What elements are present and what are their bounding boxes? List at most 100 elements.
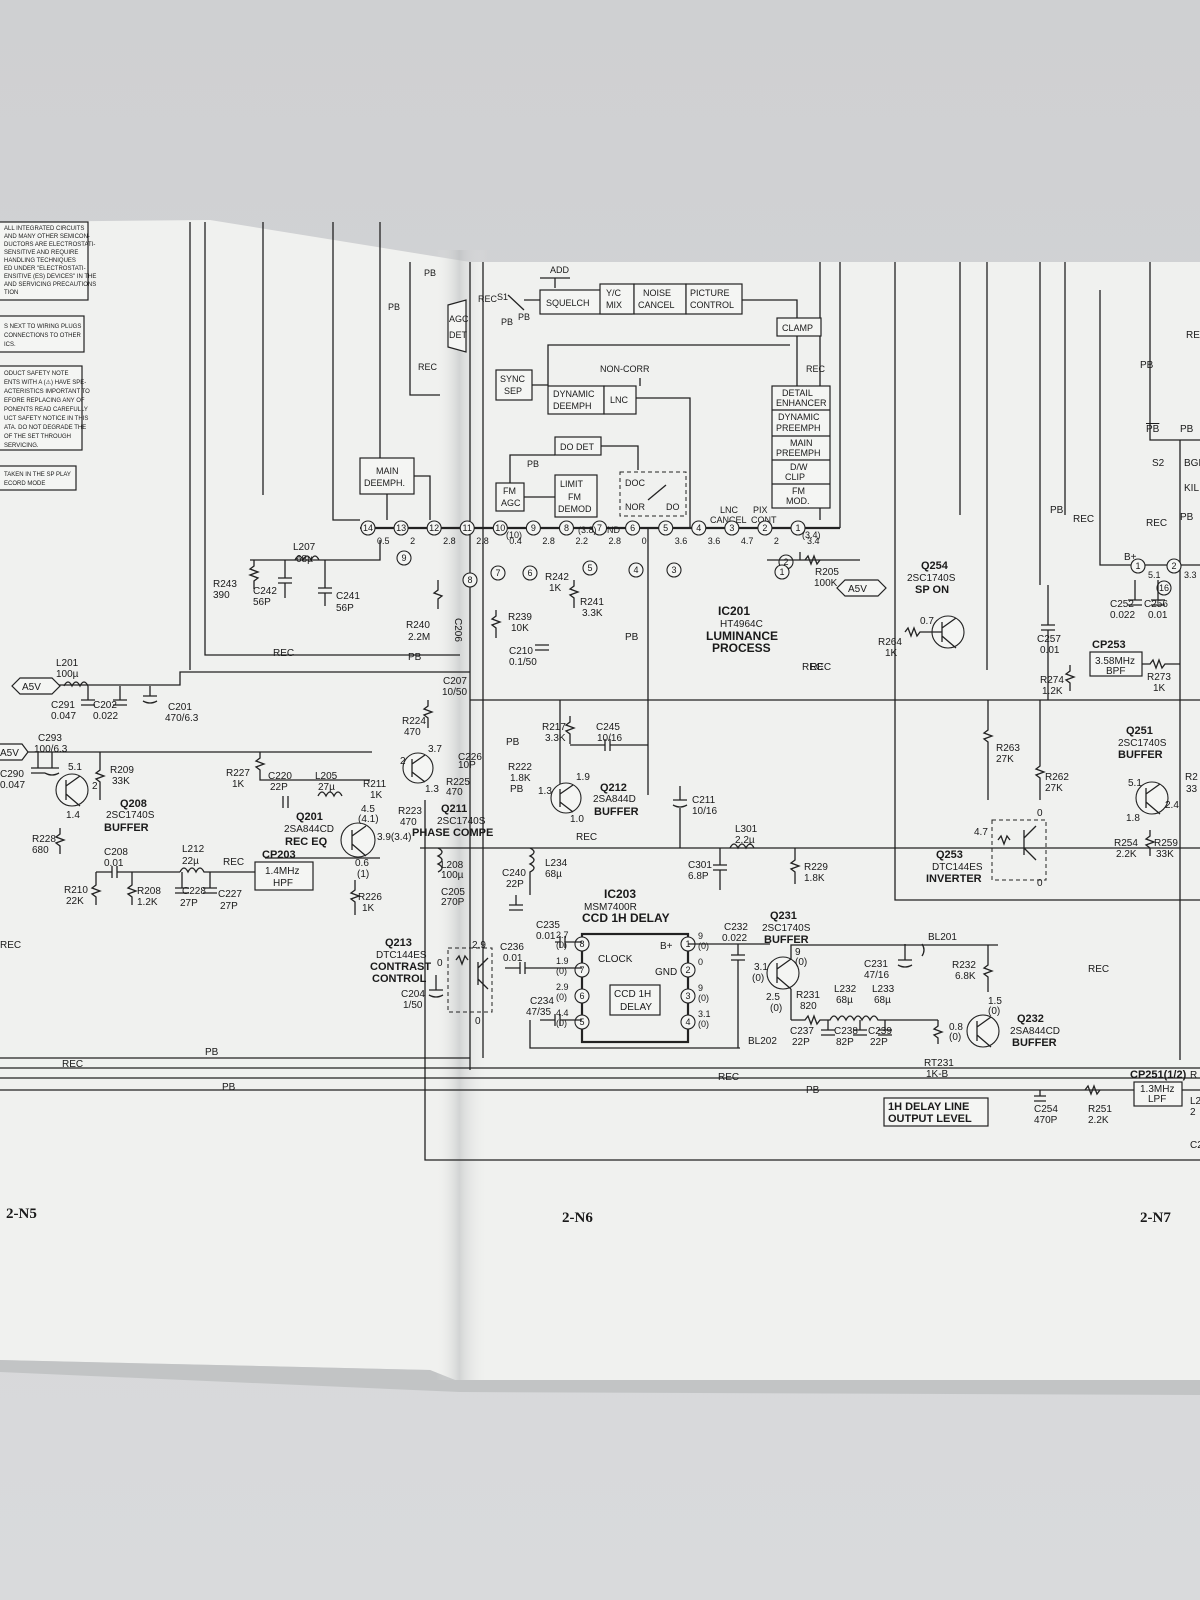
cp251-type: LPF [1148, 1094, 1166, 1105]
ic201-pin-volt-4: 3.6 [708, 536, 721, 546]
ic203-inner-2: DELAY [620, 1002, 652, 1013]
lnc-cancel-1: LNC [720, 505, 739, 515]
ic201-lower-pin-8 [462, 572, 478, 588]
r243-val: 390 [213, 590, 230, 601]
ic201-pin9-extra: (10) [506, 530, 522, 540]
ic203-pin-4 [680, 1014, 696, 1030]
sync-sep-2: SEP [504, 386, 522, 396]
ic203-pin-volt2-5: (0) [556, 1018, 567, 1028]
rec-label-r264: REC [802, 662, 823, 673]
ic201-func-1: LUMINANCE [706, 629, 778, 643]
c228-name: C228 [182, 886, 206, 897]
right-components: Q254 2SC1740S SP ON 0.7 R264 1K REC C257… [802, 330, 1200, 889]
bl202-label: BL202 [748, 1036, 777, 1047]
cp203-filter: CP203 1.4MHz HPF [254, 849, 314, 891]
ic201-pin-volt-8: 2.2 [575, 536, 588, 546]
safety-line-9: SERVICING. [4, 443, 39, 449]
c206-name: C206 [452, 618, 463, 642]
r262-val: 27K [1045, 783, 1063, 794]
l201-name: L201 [56, 658, 79, 669]
q231-q232-group: Q231 2SC1740S BUFFER 3.1 (0) 9 (0) 2.5 (… [752, 910, 1109, 1080]
q232-func: BUFFER [1012, 1037, 1057, 1049]
wiring-line-1: S NEXT TO WIRING PLUGS [4, 324, 81, 330]
q251-v1: 5.1 [1128, 778, 1142, 789]
dyn-deemph-2: DEEMPH [553, 401, 592, 411]
r274-name: R274 [1040, 675, 1064, 686]
q208-part: 2SC1740S [106, 810, 155, 821]
l232-name: L232 [834, 984, 857, 995]
ic201-pin-10 [492, 520, 508, 536]
q212-part: 2SA844D [593, 794, 636, 805]
q212-transistor: 1.9 1.3 1.0 Q212 2SA844D BUFFER [538, 772, 639, 825]
ic201-pin-7 [591, 520, 608, 536]
l201-val: 100µ [56, 669, 79, 680]
r226-name: R226 [358, 892, 382, 903]
ic203-pin-5 [574, 1014, 590, 1030]
ic201-lower-pin-num-5: 5 [587, 563, 592, 573]
ic25x-pin-num-2: 2 [1171, 561, 1176, 571]
q211-v3: 1.3 [425, 784, 439, 795]
enh-6: PREEMPH [776, 448, 821, 458]
ic203-pin-7 [574, 962, 590, 978]
q253-name: Q253 [936, 849, 963, 861]
cp203-type: HPF [273, 878, 293, 889]
cp251-name: CP251(1/2) [1130, 1069, 1187, 1081]
ic201-pin-volt-3: 4.7 [741, 536, 754, 546]
q253-v1: 4.7 [974, 827, 988, 838]
pb-label-agc: PB [424, 268, 436, 278]
r210-val: 22K [66, 896, 84, 907]
ic201-pin-num-7: 7 [597, 523, 602, 533]
r209-name: R209 [110, 765, 134, 776]
ic201-func-2: PROCESS [712, 641, 771, 655]
c2-edge-label: C2 [1190, 1140, 1200, 1151]
q201-v2: (4.1) [358, 814, 379, 825]
yc-mix-1: Y/C [606, 288, 622, 298]
q213-v2: 0 [437, 958, 443, 969]
c293-val: 100/6.3 [34, 744, 68, 755]
ic203-pin-6 [574, 988, 590, 1004]
ic201-pin-num-13: 13 [396, 523, 406, 533]
esd-line-8: AND SERVICING PRECAUTIONS [4, 282, 96, 288]
l234-val: 68µ [545, 869, 562, 880]
a5v-c290: A5V [0, 748, 19, 759]
sync-sep-1: SYNC [500, 374, 526, 384]
c205-val: 270P [441, 897, 465, 908]
ic203-clock: CLOCK [598, 954, 633, 965]
add-label: ADD [550, 265, 570, 275]
r229-val: 1.8K [804, 873, 825, 884]
r231-name: R231 [796, 990, 820, 1001]
ic201-pin-volt-6: 0 [642, 536, 647, 546]
limit-1: LIMIT [560, 479, 584, 489]
ic203-pin-volt-3: 9 [698, 983, 703, 993]
ic203-pin-num-8: 8 [579, 939, 584, 949]
bplus-label: B+ [1124, 552, 1137, 563]
ic201-title: IC201 HT4964C LUMINANCE PROCESS [706, 604, 778, 655]
gnd-label: GND [600, 525, 621, 535]
l232-val: 68µ [836, 995, 853, 1006]
fm-agc-2: AGC [501, 498, 521, 508]
c256-name: C256 [1144, 599, 1168, 610]
main-deemph-block: MAIN DEEMPH. [359, 457, 415, 495]
ic201-pin-11 [459, 520, 475, 536]
c252-name: C252 [1110, 599, 1134, 610]
ic203-pin-volt2-1: (0) [698, 941, 709, 951]
c231-name: C231 [864, 959, 888, 970]
s1-label: S1 [497, 292, 508, 302]
q232-v4: (0) [949, 1032, 961, 1043]
rec-label-ic201: REC [810, 662, 831, 673]
c237-name: C237 [790, 1026, 814, 1037]
r217-val: 3.3K [545, 733, 566, 744]
safety-line-4: EFORE REPLACING ANY OF [4, 398, 85, 404]
dyn-deemph-1: DYNAMIC [553, 389, 595, 399]
q208-name: Q208 [120, 798, 147, 810]
c234-name: C234 [530, 996, 554, 1007]
ic203-pin-volt2-6: (0) [556, 992, 567, 1002]
q208-v3: 1.4 [66, 810, 80, 821]
enh-9: FM [792, 486, 805, 496]
cp253-name: CP253 [1092, 639, 1126, 651]
pb-label-s1a: PB [501, 317, 513, 327]
pb-bus-2: PB [222, 1082, 236, 1093]
rec-label-q232: REC [1088, 964, 1109, 975]
ic201-pin-num-9: 9 [531, 523, 536, 533]
